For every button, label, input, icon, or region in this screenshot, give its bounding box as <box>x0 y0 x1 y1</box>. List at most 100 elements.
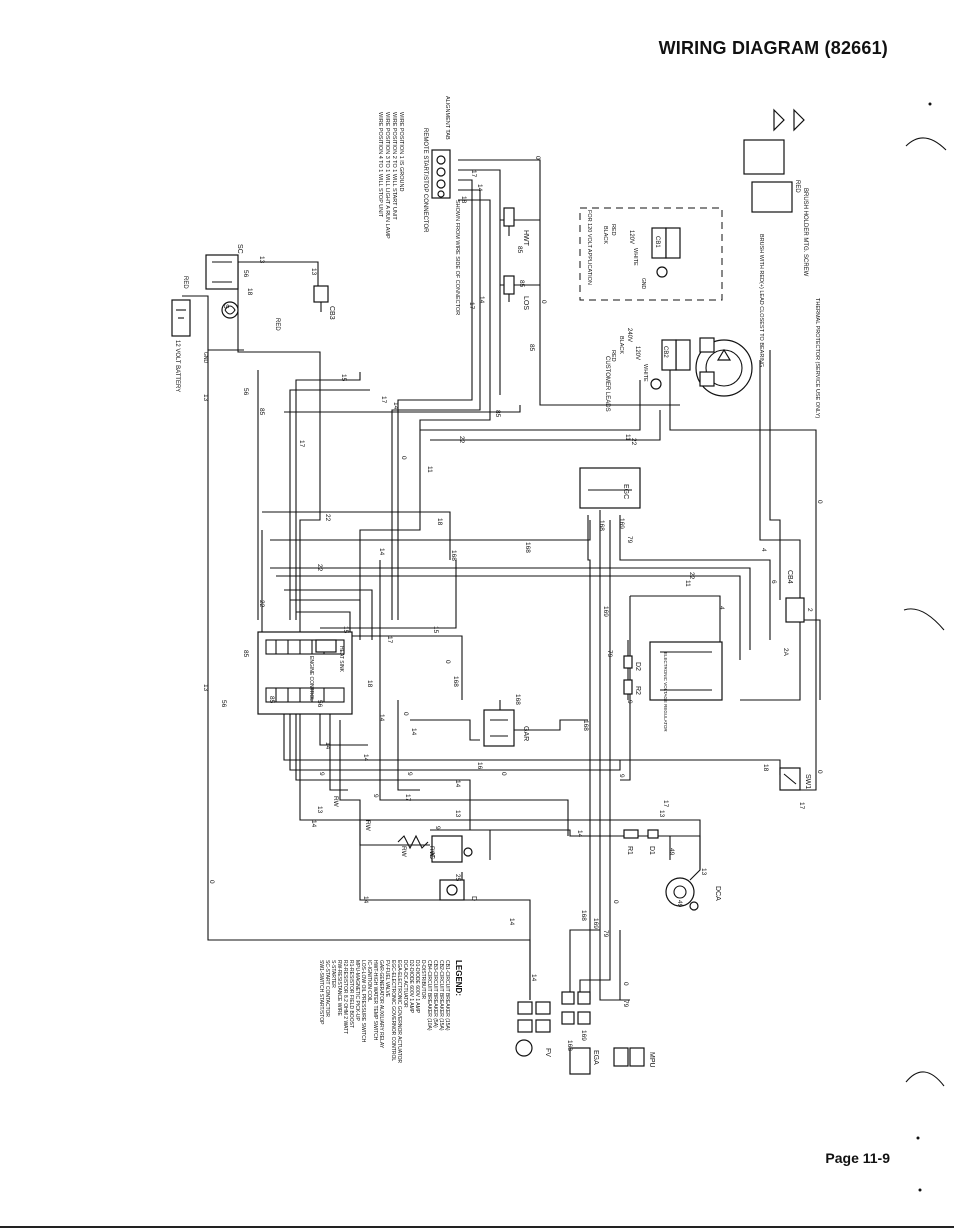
wire-num: 14 <box>454 780 461 788</box>
wire-num: 13 <box>700 868 707 876</box>
wire-num: 18 <box>246 288 253 296</box>
shown-from-label: SHOWN FROM WIRE SIDE OF CONNECTOR <box>454 200 460 315</box>
wire-num: 169 <box>618 518 625 529</box>
alignment-tab-label: ALIGNMENT TAB <box>444 96 450 140</box>
wire-num: 168 <box>580 910 587 921</box>
wire-num: 14 <box>508 918 515 926</box>
engine-control-board <box>257 631 353 715</box>
black-120-label: BLACK <box>602 226 608 244</box>
legend: LEGEND: CB1-CIRCUIT BREAKER (15A) CB2-CI… <box>318 960 463 1064</box>
wire-num: 17 <box>404 794 411 802</box>
legend-entry: HWT-HIGH WATER TEMP SWITCH <box>372 960 378 1041</box>
legend-entry: R2-RESISTOR 8.2 OHM 2 WATT <box>342 960 348 1034</box>
legend-entry: CB2-CIRCUIT BREAKER (15A) <box>438 960 444 1031</box>
battery-red-label: RED <box>182 276 188 289</box>
wire-num: 49 <box>676 900 683 908</box>
page-title: WIRING DIAGRAM (82661) <box>658 38 888 58</box>
remote-notes: ALIGNMENT TAB REMOTE START/STOP CONNECTO… <box>377 96 460 315</box>
wire-note-2: WIRE POSITION 2 TO 1 WILL START UNIT <box>391 112 397 220</box>
white-wire-label: WHITE <box>642 364 648 382</box>
wire-num: 169 <box>580 1030 587 1041</box>
wire-num: 2 <box>806 608 813 612</box>
battery-icon <box>171 299 191 337</box>
wire-num: 168 <box>514 694 521 705</box>
wire-num: 14 <box>362 896 369 904</box>
wire-num: 9 <box>434 826 441 830</box>
r2-label: R2 <box>634 686 641 695</box>
wire-num: 4 <box>718 606 725 610</box>
legend-entry: SC-START CONTACTOR <box>324 960 330 1017</box>
alternator-icon <box>661 337 753 397</box>
page-number: Page 11-9 <box>825 1150 890 1166</box>
wire-num: 11 <box>426 466 433 473</box>
wire-num: 15 <box>340 374 347 382</box>
wire-num: 13 <box>316 806 323 814</box>
scan-marks <box>903 102 947 1192</box>
wire-num: 14 <box>310 820 317 828</box>
sw1-switch-icon <box>779 767 801 791</box>
cb4-label: CB4 <box>786 570 793 584</box>
wire-num: 9 <box>626 700 633 704</box>
remote-start-stop-connector <box>431 149 451 199</box>
wire-numbers: 0 17 14 18 85 85 0 85 14 17 13 13 56 18 … <box>202 156 823 1051</box>
brush-note-label: BRUSH WITH RED(+) LEAD CLOSEST TO BEARIN… <box>758 234 764 367</box>
wire-num: 14 <box>392 402 399 410</box>
dca-label: DCA <box>714 886 721 901</box>
wires <box>182 159 821 1001</box>
legend-entry: FV-FUEL VALVE <box>384 960 390 998</box>
legend-entry: CB4-CIRCUIT BREAKER (10A) <box>426 960 432 1031</box>
legend-entry: D2-DIODE 600V 1 AMP <box>408 960 414 1014</box>
wire-num: 0 <box>400 456 407 460</box>
v120-label-lower: 120V <box>634 346 640 360</box>
wire-num: 22 <box>316 564 323 572</box>
remote-connector-label: REMOTE START/STOP CONNECTOR <box>422 128 428 233</box>
cb1-label: CB1 <box>654 236 660 248</box>
legend-entry: CB1-CIRCUIT BREAKER (15A) <box>444 960 450 1031</box>
heat-sink-label: HEAT SINK <box>338 646 344 673</box>
thermal-protector-label: THERMAL PROTECTOR (SERVICE USE ONLY) <box>814 298 820 418</box>
mpu-label: MPU <box>648 1052 655 1068</box>
wire-num: 22 <box>688 572 695 580</box>
voltage-regulator-module <box>649 641 723 701</box>
d1-label: D1 <box>648 846 655 855</box>
legend-entry: D1-DIODE 600V 1 AMP <box>414 960 420 1014</box>
wire-num: RW <box>400 846 407 858</box>
black-wire-label: BLACK <box>618 336 624 354</box>
wire-num: 168 <box>598 520 605 531</box>
wire-num: 17 <box>662 800 669 808</box>
wire-num: 85 <box>518 280 525 288</box>
wire-num: 0 <box>402 712 409 716</box>
wire-num: 169 <box>592 918 599 929</box>
wire-num: 79 <box>626 536 633 544</box>
wire-num: 0 <box>534 156 541 160</box>
wire-num: 0 <box>540 300 547 304</box>
wire-num: 17 <box>380 396 387 404</box>
white-120-label: WHITE <box>632 248 638 266</box>
wire-num: 0 <box>500 772 507 776</box>
wire-num: 0 <box>444 660 451 664</box>
wire-num: RW <box>364 820 371 832</box>
ega-actuator-icon <box>569 1047 591 1075</box>
wire-num: 17 <box>470 170 477 178</box>
customer-lead-terminal <box>650 266 668 390</box>
r1-resistor-icon <box>623 829 639 839</box>
wire-num: 56 <box>220 700 227 708</box>
wire-num: 9 <box>318 772 325 776</box>
dca-actuator-icon <box>665 877 699 911</box>
starter-icon <box>221 301 239 319</box>
wire-note-3: WIRE POSITION 3 TO 1 WILL LIGHT A RUN LA… <box>384 112 390 239</box>
120v-application-label: FOR 120 VOLT APPLICATION <box>586 210 592 285</box>
legend-entry: DCA-DC ACTUATOR <box>402 960 408 1008</box>
gar-label: GAR <box>522 726 529 741</box>
wire-num: 13 <box>454 810 461 818</box>
brush-holder-icon <box>743 108 805 213</box>
wire-num: 56 <box>242 388 249 396</box>
wire-num: 9 <box>406 772 413 776</box>
wire-num: 56 <box>242 270 249 278</box>
fuel-valve-icon <box>515 1039 533 1057</box>
los-label: LOS <box>522 296 529 310</box>
legend-entry: MPU-MAGNETIC PICK-UP <box>354 960 360 1022</box>
fv-label: FV <box>544 1048 551 1057</box>
wire-num: 85 <box>528 344 535 352</box>
wire-num: 0 <box>612 900 619 904</box>
